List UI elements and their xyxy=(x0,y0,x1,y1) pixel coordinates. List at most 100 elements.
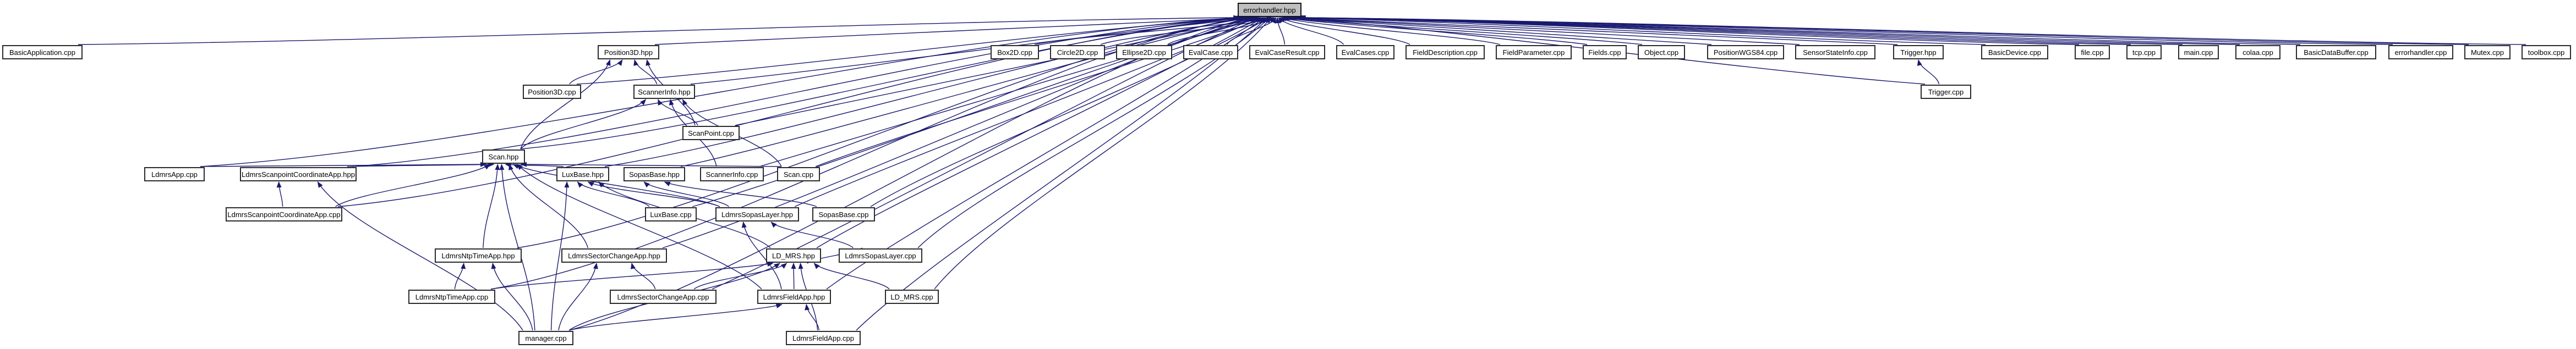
graph-node-manager-cpp[interactable]: manager.cpp xyxy=(518,331,573,345)
graph-node-circle2d-cpp[interactable]: Circle2D.cpp xyxy=(1050,45,1105,59)
graph-edge-trigger-cpp-to-trigger-hpp xyxy=(1917,59,1940,85)
graph-node-ldmrssectorchangeapp-hpp[interactable]: LdmrsSectorChangeApp.hpp xyxy=(561,248,667,263)
graph-edge-manager-cpp-to-ldmrsfieldapp-hpp xyxy=(568,303,783,331)
graph-edge-ldmrssopaslayer-hpp-to-errorhandler-hpp xyxy=(794,17,1263,207)
graph-edge-manager-cpp-to-scan-hpp xyxy=(499,163,535,331)
graph-edge-ldmrsscanpointcoordinateapp-hpp-to-errorhandler-hpp xyxy=(352,15,1244,167)
graph-edge-toolbox-cpp-to-errorhandler-hpp xyxy=(1299,15,2526,45)
graph-node-sopasbase-hpp[interactable]: SopasBase.hpp xyxy=(624,167,685,181)
graph-node-ldmrsscanpointcoordinateapp-hpp[interactable]: LdmrsScanpointCoordinateApp.hpp xyxy=(240,167,357,181)
graph-edge-evalcase-cpp-to-errorhandler-hpp xyxy=(1227,17,1277,45)
graph-edge-scan-hpp-to-position3d-hpp xyxy=(520,59,611,149)
graph-edge-ldmrsapp-cpp-to-errorhandler-hpp xyxy=(200,15,1241,167)
graph-edge-sopasbase-cpp-to-sopasbase-hpp xyxy=(664,181,817,207)
graph-node-ldmrsapp-cpp[interactable]: LdmrsApp.cpp xyxy=(144,167,205,181)
graph-node-evalcaseresult-cpp[interactable]: EvalCaseResult.cpp xyxy=(1249,45,1325,59)
graph-node-basicdatabuffer-cpp[interactable]: BasicDataBuffer.cpp xyxy=(2296,45,2376,59)
graph-edge-ldmrssopaslayer-hpp-to-scan-hpp xyxy=(512,164,720,207)
graph-node-luxbase-cpp[interactable]: LuxBase.cpp xyxy=(645,207,697,221)
graph-node-fieldparameter-cpp[interactable]: FieldParameter.cpp xyxy=(1496,45,1572,59)
graph-node-ldmrsntptimeapp-cpp[interactable]: LdmrsNtpTimeApp.cpp xyxy=(408,290,495,304)
graph-edge-scan-hpp-to-scannerinfo-hpp xyxy=(520,99,647,149)
graph-node-fields-cpp[interactable]: Fields.cpp xyxy=(1583,45,1627,59)
graph-node-scannerinfo-cpp[interactable]: ScannerInfo.cpp xyxy=(700,167,764,181)
graph-node-errorhandler-hpp: errorhandler.hpp xyxy=(1238,3,1301,17)
graph-node-scannerinfo-hpp[interactable]: ScannerInfo.hpp xyxy=(633,85,695,99)
graph-node-positionwgs84-cpp[interactable]: PositionWGS84.cpp xyxy=(1707,45,1784,59)
graph-node-main-cpp[interactable]: main.cpp xyxy=(2178,45,2219,59)
graph-node-ldmrsfieldapp-hpp[interactable]: LdmrsFieldApp.hpp xyxy=(757,290,831,304)
graph-edge-ldmrsscanpointcoordinateapp-cpp-to-ldmrsscanpointcoordinateapp-hpp xyxy=(276,181,283,207)
graph-edge-ldmrssectorchangeapp-hpp-to-errorhandler-hpp xyxy=(662,16,1253,248)
graph-edge-ldmrsscanpointcoordinateapp-cpp-to-errorhandler-hpp xyxy=(337,15,1243,207)
graph-edge-object-cpp-to-errorhandler-hpp xyxy=(1283,15,1643,45)
graph-node-mutex-cpp[interactable]: Mutex.cpp xyxy=(2464,45,2511,59)
graph-node-evalcase-cpp[interactable]: EvalCase.cpp xyxy=(1183,45,1238,59)
graph-edge-scannerinfo-hpp-to-position3d-hpp xyxy=(633,59,658,85)
graph-edge-ldmrsntptimeapp-hpp-to-scan-hpp xyxy=(483,163,500,248)
graph-node-ldmrsscanpointcoordinateapp-cpp[interactable]: LdmrsScanpointCoordinateApp.cpp xyxy=(226,207,342,221)
graph-edge-scanpoint-cpp-to-errorhandler-hpp xyxy=(735,16,1260,126)
graph-edge-scannerinfo-hpp-to-errorhandler-hpp xyxy=(690,15,1257,85)
graph-edge-ldmrssopaslayer-hpp-to-luxbase-hpp xyxy=(587,181,720,207)
graph-edge-manager-cpp-to-ldmrsscanpointcoordinateapp-hpp xyxy=(317,181,523,331)
graph-edge-sopasbase-cpp-to-errorhandler-hpp xyxy=(870,17,1269,207)
graph-edge-sensorstateinfo-cpp-to-errorhandler-hpp xyxy=(1286,15,1800,45)
graph-edge-position3d-cpp-to-errorhandler-hpp xyxy=(576,15,1250,85)
graph-edge-ldmrssopaslayer-hpp-to-sopasbase-hpp xyxy=(643,181,730,207)
graph-node-errorhandler-cpp[interactable]: errorhandler.cpp xyxy=(2388,45,2453,59)
graph-node-trigger-cpp[interactable]: Trigger.cpp xyxy=(1921,85,1971,99)
graph-edge-ldmrsfieldapp-cpp-to-ldmrsfieldapp-hpp xyxy=(805,303,820,331)
graph-node-box2d-cpp[interactable]: Box2D.cpp xyxy=(991,45,1039,59)
graph-node-trigger-hpp[interactable]: Trigger.hpp xyxy=(1893,45,1944,59)
graph-node-position3d-cpp[interactable]: Position3D.cpp xyxy=(523,85,581,99)
graph-edge-ld-mrs-cpp-to-ld-mrs-hpp xyxy=(813,263,890,290)
graph-node-file-cpp[interactable]: file.cpp xyxy=(2075,45,2110,59)
graph-edge-position3d-hpp-to-errorhandler-hpp xyxy=(654,15,1254,45)
graph-node-position3d-hpp[interactable]: Position3D.hpp xyxy=(598,45,659,59)
graph-node-scan-cpp[interactable]: Scan.cpp xyxy=(777,167,820,181)
graph-node-ellipse2d-cpp[interactable]: Ellipse2D.cpp xyxy=(1116,45,1172,59)
graph-node-basicapplication-cpp[interactable]: BasicApplication.cpp xyxy=(2,45,83,59)
graph-edge-ldmrsscanpointcoordinateapp-cpp-to-scan-hpp xyxy=(335,164,491,207)
graph-edge-manager-cpp-to-luxbase-hpp xyxy=(550,181,570,331)
graph-edge-ldmrssopaslayer-cpp-to-ldmrssopaslayer-hpp xyxy=(770,221,854,248)
graph-edge-manager-cpp-to-ldmrssectorchangeapp-hpp xyxy=(558,262,598,331)
graph-node-ldmrsntptimeapp-hpp[interactable]: LdmrsNtpTimeApp.hpp xyxy=(435,248,522,263)
graph-node-fielddescription-cpp[interactable]: FieldDescription.cpp xyxy=(1405,45,1485,59)
graph-edge-scan-hpp-to-errorhandler-hpp xyxy=(520,15,1248,149)
graph-edge-ellipse2d-cpp-to-errorhandler-hpp xyxy=(1167,17,1276,45)
graph-node-colaa-cpp[interactable]: colaa.cpp xyxy=(2235,45,2280,59)
graph-edge-fielddescription-cpp-to-errorhandler-hpp xyxy=(1279,17,1410,45)
graph-node-ldmrssectorchangeapp-cpp[interactable]: LdmrsSectorChangeApp.cpp xyxy=(610,290,717,304)
graph-edge-luxbase-cpp-to-luxbase-hpp xyxy=(577,181,650,207)
graph-node-scanpoint-cpp[interactable]: ScanPoint.cpp xyxy=(682,126,740,140)
graph-edge-ldmrssectorchangeapp-cpp-to-ld-mrs-hpp xyxy=(693,263,787,290)
graph-edge-fieldparameter-cpp-to-errorhandler-hpp xyxy=(1280,16,1501,45)
graph-edge-position3d-cpp-to-position3d-hpp xyxy=(569,59,623,85)
graph-edge-sopasbase-hpp-to-errorhandler-hpp xyxy=(680,16,1255,167)
graph-node-tcp-cpp[interactable]: tcp.cpp xyxy=(2126,45,2162,59)
graph-node-basicdevice-cpp[interactable]: BasicDevice.cpp xyxy=(1981,45,2048,59)
graph-node-sensorstateinfo-cpp[interactable]: SensorStateInfo.cpp xyxy=(1795,45,1875,59)
graph-node-ldmrsfieldapp-cpp[interactable]: LdmrsFieldApp.cpp xyxy=(786,331,861,345)
graph-edge-basicdevice-cpp-to-errorhandler-hpp xyxy=(1289,15,1986,45)
graph-edge-scan-cpp-to-scan-hpp xyxy=(520,162,782,167)
graph-node-object-cpp[interactable]: Object.cpp xyxy=(1638,45,1685,59)
graph-edge-manager-cpp-to-ldmrsntptimeapp-hpp xyxy=(491,262,533,331)
graph-edge-ldmrsscanpointcoordinateapp-hpp-to-scan-hpp xyxy=(347,162,495,167)
graph-node-evalcases-cpp[interactable]: EvalCases.cpp xyxy=(1336,45,1394,59)
graph-edge-ldmrsntptimeapp-cpp-to-ldmrsntptimeapp-hpp xyxy=(454,262,466,290)
graph-node-scan-hpp[interactable]: Scan.hpp xyxy=(482,149,525,164)
graph-node-toolbox-cpp[interactable]: toolbox.cpp xyxy=(2522,45,2571,59)
graph-node-ld-mrs-cpp[interactable]: LD_MRS.cpp xyxy=(885,290,939,304)
graph-node-ld-mrs-hpp[interactable]: LD_MRS.hpp xyxy=(766,248,821,263)
graph-node-sopasbase-cpp[interactable]: SopasBase.cpp xyxy=(812,207,875,221)
graph-node-luxbase-hpp[interactable]: LuxBase.hpp xyxy=(556,167,609,181)
graph-node-ldmrssopaslayer-hpp[interactable]: LdmrsSopasLayer.hpp xyxy=(715,207,799,221)
graph-edge-ldmrssectorchangeapp-cpp-to-ldmrssectorchangeapp-hpp xyxy=(631,262,656,290)
graph-node-ldmrssopaslayer-cpp[interactable]: LdmrsSopasLayer.cpp xyxy=(839,248,922,263)
graph-edge-circle2d-cpp-to-errorhandler-hpp xyxy=(1100,17,1275,45)
graph-edge-ldmrsfieldapp-hpp-to-scan-hpp xyxy=(517,164,762,290)
